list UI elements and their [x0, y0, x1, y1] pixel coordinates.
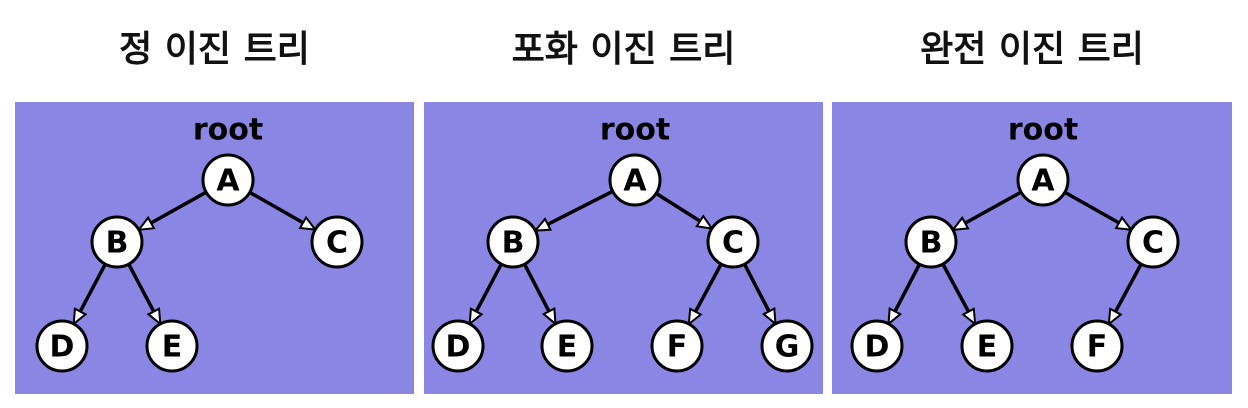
- root-label: root: [1008, 113, 1078, 148]
- node-label: A: [623, 164, 647, 199]
- node-F: F: [650, 319, 704, 373]
- node-C: C: [1126, 215, 1180, 269]
- node-E: E: [145, 319, 199, 373]
- edge-B-E: [941, 263, 977, 327]
- root-label: root: [193, 113, 263, 148]
- node-label: D: [446, 330, 471, 365]
- node-label: B: [920, 226, 943, 261]
- title-full-binary-tree: 정 이진 트리: [119, 29, 310, 70]
- node-C: C: [706, 215, 760, 269]
- node-label: E: [162, 330, 183, 365]
- title-complete-binary-tree: 완전 이진 트리: [920, 29, 1144, 70]
- edge-A-B: [136, 190, 208, 232]
- edge-A-C: [1063, 190, 1134, 231]
- title-perfect-binary-tree: 포화 이진 트리: [511, 29, 736, 70]
- node-D: D: [850, 319, 904, 373]
- node-B: B: [486, 215, 540, 269]
- node-label: D: [50, 330, 75, 365]
- node-E: E: [960, 319, 1014, 373]
- edge-C-F: [687, 263, 723, 327]
- node-label: F: [667, 330, 688, 365]
- edge-B-E: [522, 263, 557, 327]
- edge-B-E: [127, 263, 162, 327]
- edge-B-D: [72, 263, 107, 327]
- node-F: F: [1070, 319, 1124, 373]
- node-E: E: [540, 319, 594, 373]
- edge-A-B: [533, 189, 614, 232]
- node-label: E: [977, 330, 998, 365]
- edge-B-D: [887, 263, 922, 327]
- node-A: A: [201, 153, 255, 207]
- edge-B-D: [468, 263, 503, 327]
- node-A: A: [608, 153, 662, 207]
- node-C: C: [310, 215, 364, 269]
- node-label: C: [722, 226, 744, 261]
- node-G: G: [760, 319, 814, 373]
- node-D: D: [431, 319, 485, 373]
- edge-A-C: [655, 191, 715, 230]
- node-label: A: [216, 164, 240, 199]
- edge-A-C: [248, 190, 318, 231]
- edge-C-F: [1107, 263, 1143, 327]
- node-B: B: [90, 215, 144, 269]
- node-label: F: [1087, 330, 1108, 365]
- node-label: E: [557, 330, 578, 365]
- node-label: A: [1031, 164, 1055, 199]
- root-label: root: [600, 113, 670, 148]
- node-B: B: [904, 215, 958, 269]
- node-label: C: [1142, 226, 1164, 261]
- edge-A-B: [950, 190, 1022, 232]
- node-label: B: [502, 226, 525, 261]
- node-label: G: [775, 330, 800, 365]
- node-label: B: [106, 226, 129, 261]
- node-D: D: [35, 319, 89, 373]
- node-A: A: [1016, 153, 1070, 207]
- node-label: C: [326, 226, 348, 261]
- edge-C-G: [742, 263, 777, 327]
- node-label: D: [865, 330, 890, 365]
